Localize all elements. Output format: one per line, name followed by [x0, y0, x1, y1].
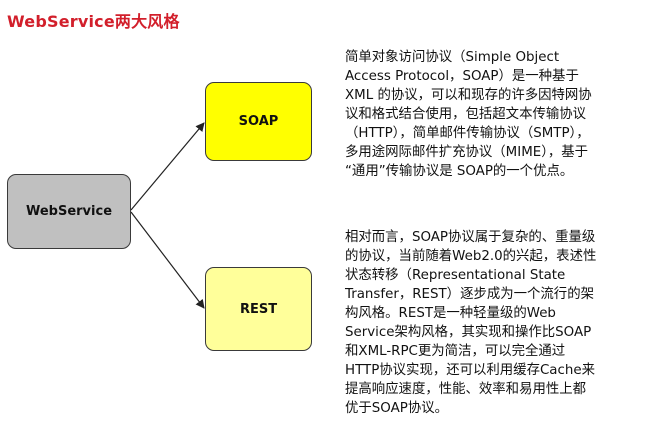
soap-description: 简单对象访问协议（Simple Object Access Protocol，S… — [345, 50, 592, 179]
webservice-node: WebService — [7, 174, 131, 249]
webservice-node-label: WebService — [25, 204, 113, 219]
soap-node-label: SOAP — [238, 114, 279, 129]
rest-node-label: REST — [239, 301, 278, 317]
rest-node: REST — [205, 267, 312, 351]
slide-title: WebService两大风格 — [7, 12, 180, 31]
soap-node: SOAP — [205, 82, 312, 161]
arrow-to-rest — [130, 211, 205, 309]
arrow-to-soap — [130, 122, 205, 211]
rest-description: 相对而言，SOAP协议属于复杂的、重量级 的协议，当前随着Web2.0的兴起，表… — [345, 230, 597, 416]
